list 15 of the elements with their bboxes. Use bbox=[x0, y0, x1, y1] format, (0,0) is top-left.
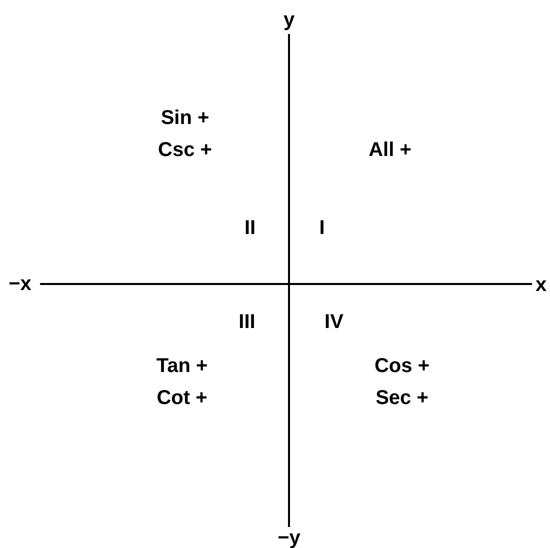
quadrant-numeral: II bbox=[244, 218, 256, 238]
axis-label: x bbox=[535, 275, 547, 295]
quadrant-numeral: I bbox=[319, 218, 325, 238]
quadrant-numeral: III bbox=[238, 312, 256, 332]
axis-label: y bbox=[283, 10, 295, 30]
quadrant-note: Cos + bbox=[374, 356, 430, 376]
quadrant-numeral: IV bbox=[324, 312, 344, 332]
axis-label: −y bbox=[278, 528, 300, 548]
quadrant-note: Tan + bbox=[156, 356, 208, 376]
quadrant-note: Sec + bbox=[376, 388, 428, 408]
quadrant-note: Csc + bbox=[158, 140, 212, 160]
quadrant-note: Cot + bbox=[156, 388, 208, 408]
quadrant-note: Sin + bbox=[160, 108, 210, 128]
axis-label: −x bbox=[8, 274, 32, 294]
quadrant-note: All + bbox=[368, 140, 412, 160]
